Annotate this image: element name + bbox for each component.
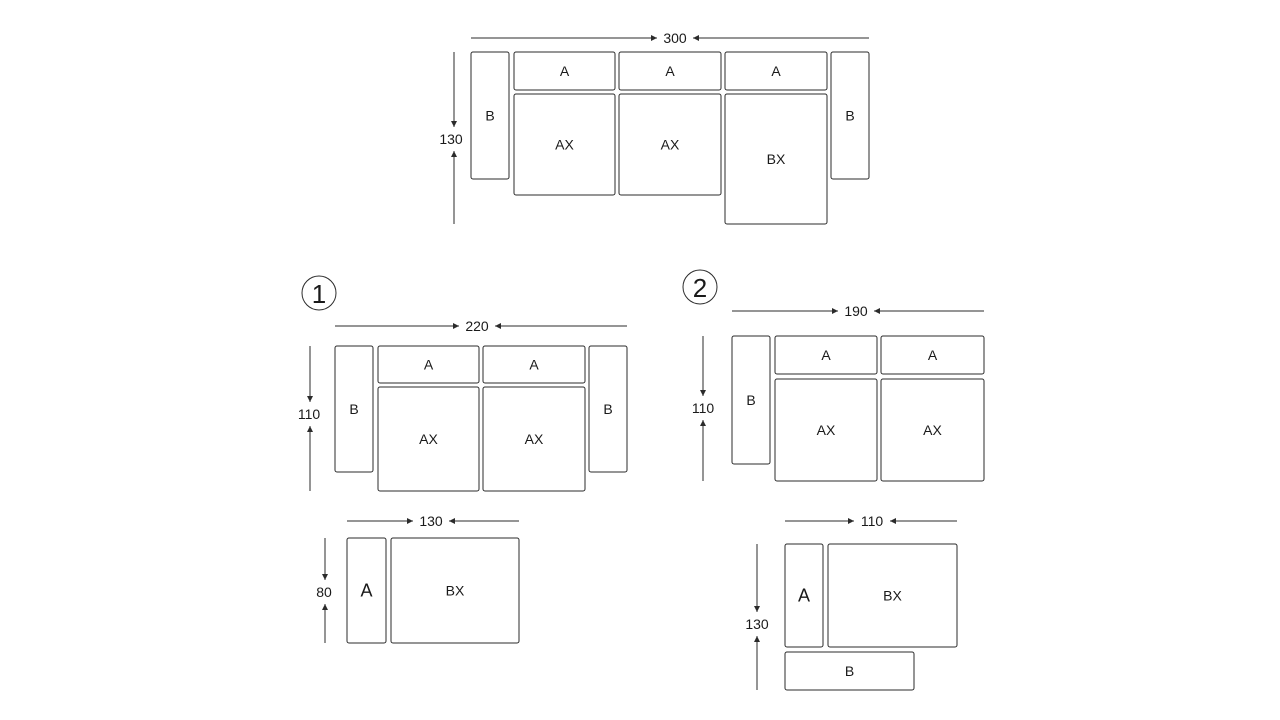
sofa-module-label: A: [771, 63, 781, 79]
sofa-module: A: [880, 335, 985, 375]
sofa-module: A: [377, 345, 480, 384]
sofa-module: B: [588, 345, 628, 473]
dimension-lines: 110 130: [743, 513, 957, 690]
width-dimension-label: 220: [465, 318, 489, 334]
sofa-module: AX: [377, 386, 480, 492]
sofa-module: A: [482, 345, 586, 384]
sofa-module: A: [618, 51, 722, 91]
option-1-chaise-group: A BX 130 80: [310, 513, 520, 644]
sofa-module-label: A: [928, 347, 938, 363]
height-dimension-label: 110: [692, 400, 715, 416]
sofa-module: BX: [390, 537, 520, 644]
option-2-chaise-group: A BX B 110 130: [743, 513, 958, 691]
sofa-module: B: [784, 651, 915, 691]
option-badge-label: 2: [693, 273, 707, 303]
height-dimension: 130: [743, 544, 771, 690]
option-badge: 1: [301, 275, 337, 311]
sofa-module-label: B: [485, 108, 494, 124]
sofa-module: AX: [774, 378, 878, 482]
option-2-sofa-group: 2B A A AX AX 190 110: [682, 269, 985, 482]
width-dimension: 190: [732, 303, 984, 319]
width-dimension-label: 110: [861, 513, 884, 529]
sofa-module-label: A: [798, 586, 810, 606]
width-dimension-label: 130: [419, 513, 443, 529]
sofa-module: BX: [724, 93, 828, 225]
sofa-module: A: [513, 51, 616, 91]
sofa-module: A: [346, 537, 387, 644]
sofa-module: AX: [880, 378, 985, 482]
sofa-module-label: B: [746, 392, 755, 408]
width-dimension-label: 300: [663, 30, 687, 46]
sofa-module: B: [830, 51, 870, 180]
height-dimension-label: 130: [745, 616, 769, 632]
height-dimension-label: 130: [439, 131, 463, 147]
width-dimension-label: 190: [844, 303, 868, 319]
main-group: B A A A B AX AX BX 300 130: [437, 30, 870, 225]
height-dimension-label: 80: [316, 584, 332, 600]
sofa-module-label: B: [845, 663, 854, 679]
width-dimension: 220: [335, 318, 627, 334]
sofa-module: BX: [827, 543, 958, 648]
sofa-module: B: [470, 51, 510, 180]
sofa-module: A: [784, 543, 824, 648]
dimension-lines: 220 110: [295, 318, 627, 491]
height-dimension: 110: [689, 336, 717, 481]
sofa-module-label: AX: [923, 422, 942, 438]
sofa-module-label: AX: [525, 431, 544, 447]
dimension-lines: 300 130: [437, 30, 869, 224]
sofa-module-label: BX: [767, 151, 786, 167]
sofa-module-label: A: [360, 581, 372, 601]
sofa-module: AX: [513, 93, 616, 196]
sofa-module-label: BX: [883, 588, 902, 604]
sofa-module-label: B: [349, 401, 358, 417]
option-1-sofa-group: 1B A A B AX AX 220 110: [295, 275, 628, 492]
sofa-module-label: A: [821, 347, 831, 363]
sofa-module-label: B: [603, 401, 612, 417]
dimension-lines: 190 110: [689, 303, 984, 481]
sofa-module-label: AX: [555, 137, 574, 153]
width-dimension: 130: [347, 513, 519, 529]
sofa-module: AX: [618, 93, 722, 196]
width-dimension: 110: [785, 513, 957, 529]
sofa-module-label: BX: [446, 583, 465, 599]
sofa-module: A: [724, 51, 828, 91]
sofa-module-label: AX: [419, 431, 438, 447]
height-dimension: 110: [295, 346, 323, 491]
height-dimension: 80: [310, 538, 338, 643]
height-dimension: 130: [437, 52, 465, 224]
width-dimension: 300: [471, 30, 869, 46]
sofa-module-label: A: [560, 63, 570, 79]
option-badge: 2: [682, 269, 718, 305]
sofa-module-label: B: [845, 108, 854, 124]
sofa-module-label: A: [529, 357, 539, 373]
sofa-module: A: [774, 335, 878, 375]
option-badge-label: 1: [312, 279, 326, 309]
sofa-module: AX: [482, 386, 586, 492]
sofa-module-label: A: [424, 357, 434, 373]
sofa-module: B: [731, 335, 771, 465]
dimension-lines: 130 80: [310, 513, 519, 643]
sofa-module: B: [334, 345, 374, 473]
height-dimension-label: 110: [298, 406, 321, 422]
sofa-module-label: AX: [817, 422, 836, 438]
sofa-module-label: AX: [661, 137, 680, 153]
sofa-module-label: A: [665, 63, 675, 79]
